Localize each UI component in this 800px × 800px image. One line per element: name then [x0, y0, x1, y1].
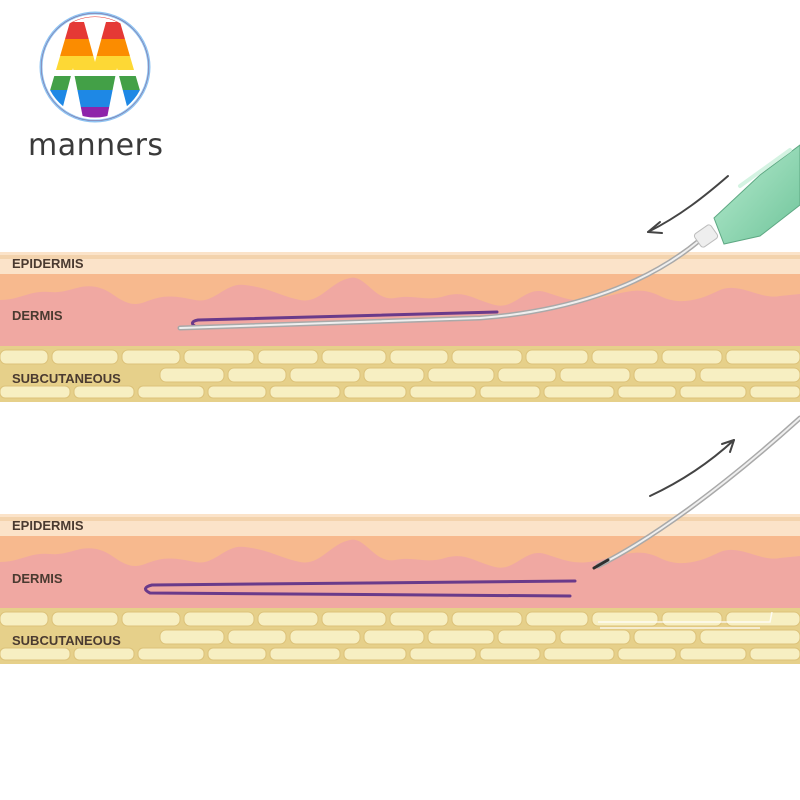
- arrow-up-right-icon: [649, 439, 735, 497]
- fat-cells: [0, 349, 800, 399]
- thread-line: [144, 579, 577, 598]
- panel-1: EPIDERMIS DERMIS SUBCUTANEOUS: [0, 144, 800, 402]
- brand-name: manners: [28, 128, 164, 163]
- syringe: [693, 144, 800, 248]
- subcutaneous-label: SUBCUTANEOUS: [12, 371, 121, 386]
- fat-cells: [0, 611, 800, 661]
- watermark-lines: [598, 611, 773, 629]
- epidermis-label: EPIDERMIS: [12, 518, 84, 533]
- subcutaneous-label: SUBCUTANEOUS: [12, 633, 121, 648]
- dermis-papillae: [0, 274, 800, 306]
- skin-layers: [0, 252, 800, 402]
- brand-logo: manners: [28, 11, 164, 163]
- panel-2: EPIDERMIS DERMIS SUBCUTANEOUS: [0, 415, 800, 664]
- dermis-papillae: [0, 536, 800, 568]
- rainbow-double-a-logo-icon: [39, 11, 151, 123]
- dermis-label: DERMIS: [12, 571, 63, 586]
- epidermis-label: EPIDERMIS: [12, 256, 84, 271]
- needle-tip: [592, 558, 610, 570]
- arrow-down-left-icon: [647, 175, 729, 234]
- dermis-label: DERMIS: [12, 308, 63, 323]
